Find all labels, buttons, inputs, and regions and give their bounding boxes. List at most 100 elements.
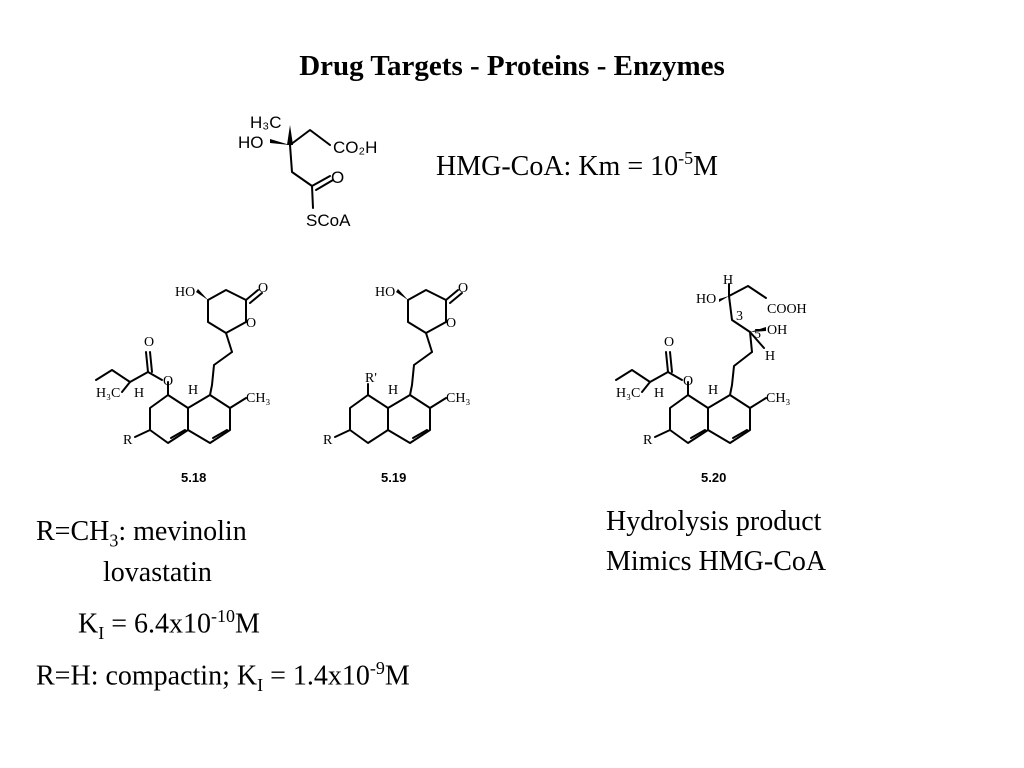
r-bond	[654, 429, 671, 438]
decalin-double-1	[170, 429, 186, 439]
hmg-label-ho: HO	[238, 133, 264, 152]
label-r-prime: R'	[365, 371, 377, 386]
label-cooh: COOH	[767, 302, 807, 317]
methyl-bond	[749, 397, 767, 409]
lactone-side	[425, 332, 433, 353]
c3-oh-wedge	[719, 296, 729, 302]
label-r: R	[643, 433, 653, 448]
note-compactin: R=H: compactin; KI = 1.4x10-9M	[36, 658, 410, 695]
label-h-side: H	[134, 386, 144, 401]
hmg-label-scoa: SCoA	[306, 211, 351, 230]
note-lovastatin: lovastatin	[103, 557, 212, 588]
decalin-sub	[409, 384, 413, 396]
label-ho: HO	[696, 292, 716, 307]
label-h-c5: H	[765, 349, 775, 364]
label-ho: HO	[375, 285, 395, 300]
r-bond	[334, 429, 351, 438]
label-h: H	[188, 383, 198, 398]
ethyl-linker	[731, 351, 753, 386]
main-chain	[728, 295, 753, 353]
hmg-carbonyl-bond-2	[315, 179, 334, 191]
structure-5-18: HO O O O O H H₃C H CH₃ R 5.18	[95, 281, 270, 485]
hmg-coa-structure: H₃C HO CO₂H O SCoA	[238, 113, 377, 230]
decalin-ring-right	[387, 394, 431, 444]
label-h: H	[388, 383, 398, 398]
label-r: R	[123, 433, 133, 448]
label-ho: HO	[175, 285, 195, 300]
hmg-label-o: O	[331, 168, 344, 187]
label-o-ester: O	[144, 335, 154, 350]
hmg-label-h3c: H₃C	[250, 113, 281, 132]
compound-id: 5.20	[701, 470, 726, 485]
decalin-ring-left	[149, 394, 189, 444]
label-o-ring: O	[246, 316, 256, 331]
label-ch3: CH₃	[446, 391, 470, 406]
hmg-wedge-bond	[287, 125, 293, 145]
decalin-sub	[729, 384, 733, 396]
ester-carbonyl	[145, 351, 149, 373]
label-o-carbonyl: O	[458, 281, 468, 296]
methyl-bond	[229, 397, 247, 409]
page-title: Drug Targets - Proteins - Enzymes	[299, 50, 725, 82]
label-o-ester: O	[664, 335, 674, 350]
label-ch3: CH₃	[766, 391, 790, 406]
label-oh: OH	[767, 323, 787, 338]
decalin-sub	[209, 384, 213, 396]
ester-carbonyl	[665, 351, 669, 373]
label-r: R	[323, 433, 333, 448]
ester-methyl	[121, 381, 131, 393]
hmg-wedge-bond-oh	[270, 139, 290, 145]
ester-carbonyl-2	[149, 351, 153, 373]
decalin-ring-left	[349, 394, 389, 444]
decalin-double	[412, 429, 428, 439]
hmg-chain-down	[289, 144, 314, 209]
acid-chain	[728, 285, 767, 299]
label-o-link: O	[163, 374, 173, 389]
lactone-carbonyl-2	[449, 292, 463, 304]
lactone-side	[225, 332, 233, 353]
label-h-top: H	[723, 273, 733, 288]
lactone-oh-wedge	[196, 289, 208, 300]
label-o-ring: O	[446, 316, 456, 331]
label-c3: 3	[736, 309, 743, 324]
structure-5-19: HO O O R' H CH₃ R 5.19	[323, 281, 470, 485]
lactone-carbonyl-2	[249, 292, 263, 304]
ethyl-linker	[411, 351, 433, 386]
hmg-carbonyl-bond	[311, 175, 331, 187]
decalin-ring-right	[187, 394, 231, 444]
decalin-double-2	[732, 429, 748, 439]
lactone-ring	[407, 289, 447, 334]
compound-id: 5.19	[381, 470, 406, 485]
label-h3c: H₃C	[96, 386, 120, 401]
methyl-bond	[429, 397, 447, 409]
c5-oh-wedge	[750, 327, 766, 332]
label-o-link: O	[683, 374, 693, 389]
lactone-carbonyl	[245, 289, 259, 301]
label-c5: 5	[754, 327, 761, 342]
label-h-side: H	[654, 386, 664, 401]
ester-methyl	[641, 381, 651, 393]
label-o-carbonyl: O	[258, 281, 268, 296]
decalin-ring-right	[707, 394, 751, 444]
lactone-oh-wedge	[396, 289, 408, 300]
hmg-label-co2h: CO₂H	[333, 138, 377, 157]
ethyl-linker	[211, 351, 233, 386]
label-h3c: H₃C	[616, 386, 640, 401]
decalin-ring-left	[669, 394, 709, 444]
r-bond	[134, 429, 151, 438]
decalin-double-2	[212, 429, 228, 439]
ester-carbonyl-2	[669, 351, 673, 373]
decalin-double-1	[690, 429, 706, 439]
c5-h-bond	[749, 331, 765, 349]
lactone-ring	[207, 289, 247, 334]
hmg-chain-up	[289, 129, 331, 146]
structure-5-20: H HO 3 COOH 5 OH H O O H H₃C H CH₃ R 5.2…	[615, 273, 807, 485]
note-mevinolin: R=CH3: mevinolin	[36, 516, 247, 551]
note-hydrolysis: Hydrolysis product	[606, 506, 822, 537]
note-ki-lovastatin: KI = 6.4x10-10M	[78, 606, 260, 643]
km-text: HMG-CoA: Km = 10-5M	[436, 148, 718, 182]
label-ch3: CH₃	[246, 391, 270, 406]
note-mimics: Mimics HMG-CoA	[606, 546, 827, 577]
label-h: H	[708, 383, 718, 398]
